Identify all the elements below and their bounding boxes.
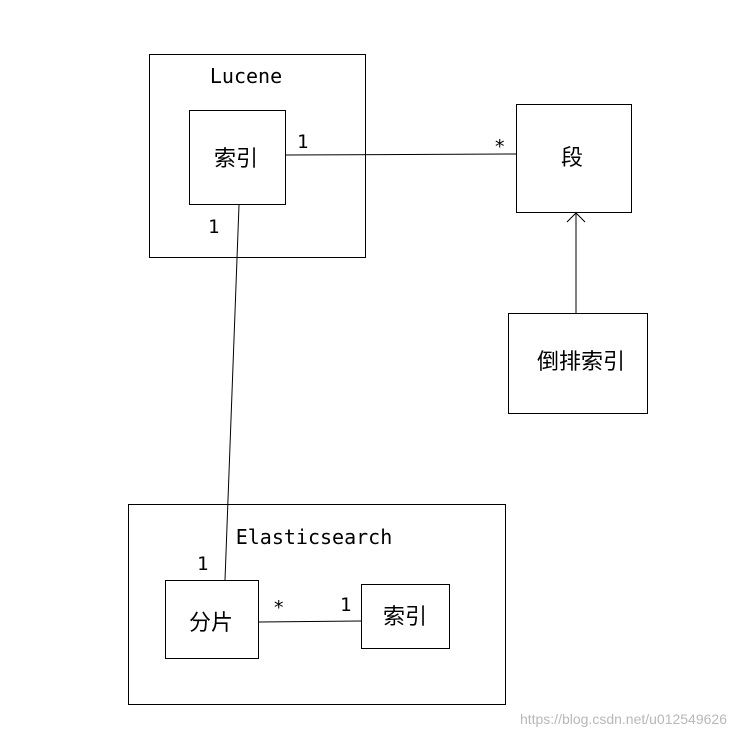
- shard-index-connector: [258, 620, 362, 623]
- elasticsearch-index-label: 索引: [383, 605, 427, 630]
- segment-box: [516, 104, 632, 213]
- shard-index-multiplicity-index: 1: [340, 594, 351, 616]
- segment-arrowhead: [566, 212, 586, 223]
- lucene-index-box: [189, 110, 286, 205]
- shard-box: [165, 580, 259, 659]
- segment-label: 段: [561, 146, 583, 171]
- elasticsearch-index-box: [361, 584, 450, 649]
- index-segment-multiplicity-segment: *: [494, 136, 505, 158]
- inverted-index-label: 倒排索引: [537, 350, 625, 375]
- shard-index-multiplicity-shard: *: [273, 597, 284, 619]
- index-shard-multiplicity-index: 1: [208, 216, 219, 238]
- inverted-index-box: [508, 313, 648, 414]
- lucene-index-label: 索引: [214, 147, 258, 172]
- index-segment-connector: [285, 153, 517, 156]
- elasticsearch-title: Elasticsearch: [236, 525, 393, 549]
- shard-label: 分片: [189, 611, 233, 636]
- lucene-title: Lucene: [210, 64, 282, 88]
- index-shard-connector: [224, 204, 240, 581]
- index-shard-multiplicity-shard: 1: [197, 553, 208, 575]
- index-segment-multiplicity-index: 1: [297, 131, 308, 153]
- watermark-text: https://blog.csdn.net/u012549626: [519, 711, 727, 727]
